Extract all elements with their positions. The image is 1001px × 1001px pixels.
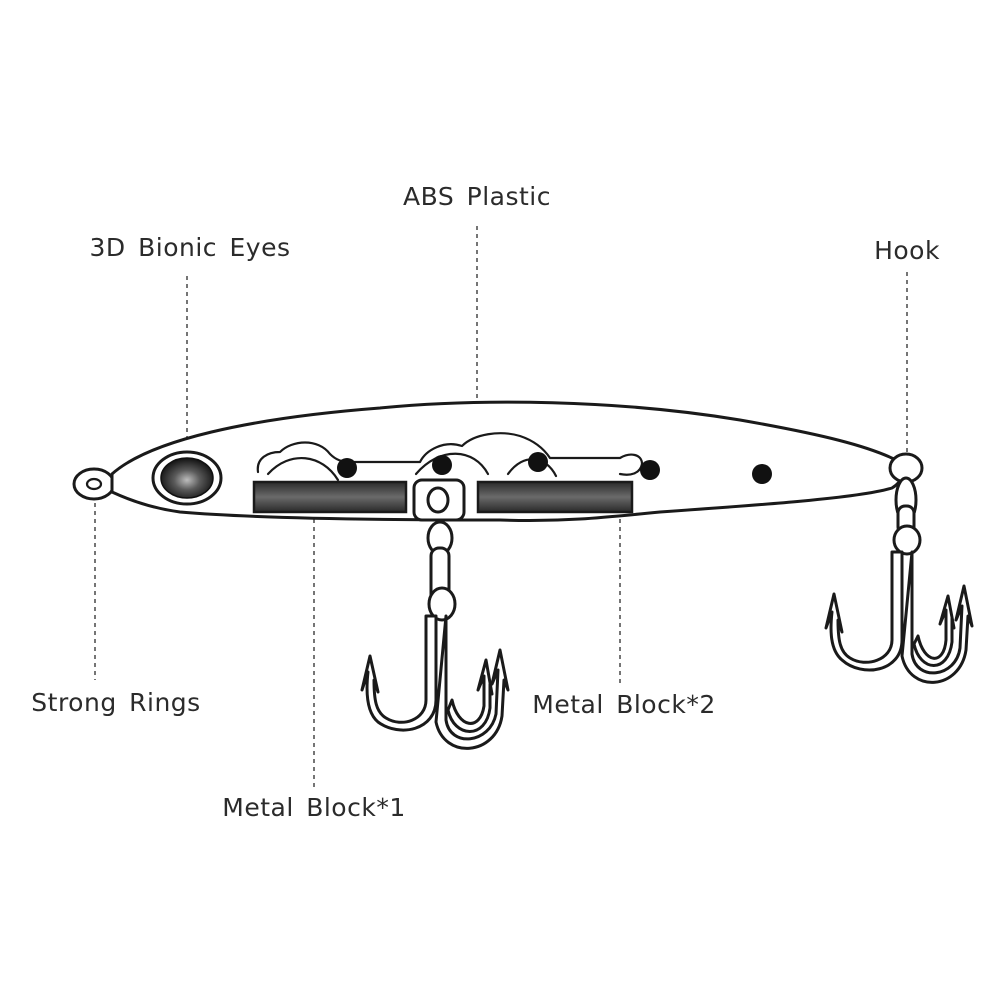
lure-body	[72, 400, 924, 523]
rattle-ball	[337, 458, 357, 478]
label-strong-rings: Strong Rings	[31, 688, 200, 717]
belly-hook-right-bend	[434, 614, 510, 750]
nose-ring	[72, 467, 116, 501]
metal-block-1	[252, 480, 408, 514]
rattle-ball	[528, 452, 548, 472]
belly-hook-back-bend	[446, 658, 494, 733]
label-metal-block-1: Metal Block*1	[222, 793, 406, 822]
label-bionic-eyes: 3D Bionic Eyes	[90, 233, 291, 262]
label-hook: Hook	[874, 236, 940, 265]
callout-labels: ABS Plastic 3D Bionic Eyes Hook Strong R…	[31, 182, 940, 822]
tail-hook-right-bend	[900, 550, 974, 684]
tail-hook-back-bend	[912, 594, 956, 667]
label-metal-block-2: Metal Block*2	[532, 690, 716, 719]
rattle-ball	[640, 460, 660, 480]
belly-hook-left-bend	[360, 614, 438, 732]
tail-hook-eye	[892, 524, 922, 556]
tail-treble-hook	[824, 476, 974, 684]
internal-chamber	[256, 432, 644, 476]
belly-hook-eye	[427, 586, 457, 622]
bionic-eye	[160, 457, 214, 499]
label-abs-plastic: ABS Plastic	[403, 182, 551, 211]
metal-block-2	[476, 480, 634, 514]
tail-hook-left-bend	[824, 550, 904, 672]
belly-treble-hook	[360, 520, 510, 750]
belly-hanger-eye	[426, 486, 450, 514]
leader-lines	[94, 226, 908, 788]
nose-ring-hole	[85, 477, 103, 491]
rattle-ball	[432, 455, 452, 475]
chamber-arc-1	[266, 457, 340, 482]
rattle-ball	[752, 464, 772, 484]
chamber-arc-2	[414, 452, 490, 476]
